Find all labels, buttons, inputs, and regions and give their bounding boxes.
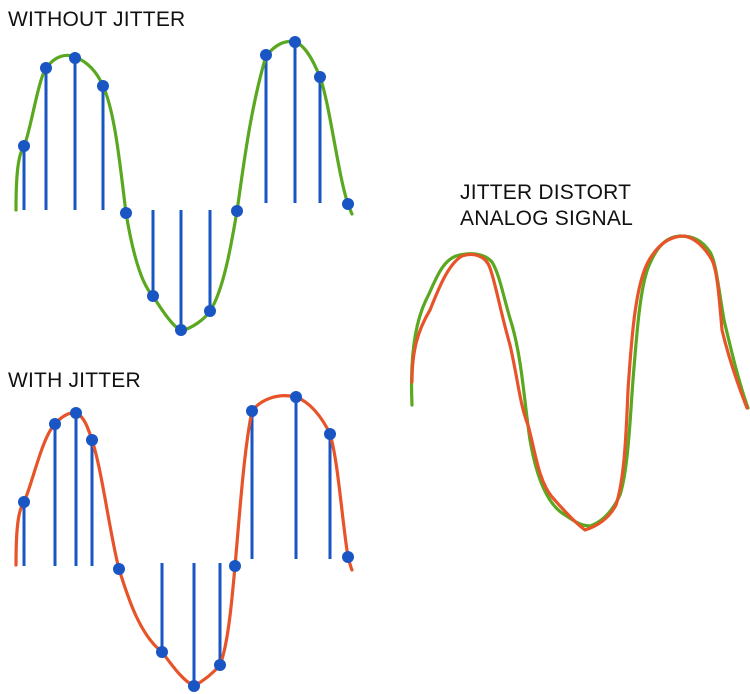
sample-dot [188, 680, 200, 692]
sample-dot [324, 428, 336, 440]
sample-dot [246, 405, 258, 417]
with-jitter-signal-curve [14, 394, 354, 688]
sample-dot [113, 563, 125, 575]
sample-dot [147, 290, 159, 302]
jittered-signal-curve [410, 234, 749, 532]
sample-dot [18, 496, 30, 508]
original-signal-curve [409, 234, 750, 528]
sample-dot [204, 305, 216, 317]
without-jitter-label: WITHOUT JITTER [8, 8, 186, 31]
without-jitter-panel [14, 36, 354, 336]
sample-dot [49, 418, 61, 430]
sample-dot [290, 391, 302, 403]
sample-dot [314, 71, 326, 83]
with-jitter-label: WITH JITTER [8, 369, 141, 392]
sample-dot [156, 646, 168, 658]
with-jitter-panel [14, 391, 354, 692]
sample-dot [86, 434, 98, 446]
sample-dot [260, 49, 272, 61]
jitter-distort-label: JITTER DISTORT ANALOG SIGNAL [460, 180, 633, 232]
sample-dot [18, 140, 30, 152]
sample-dot [229, 560, 241, 572]
sample-dot [231, 205, 243, 217]
sample-dot [120, 207, 132, 219]
sample-dot [175, 324, 187, 336]
sample-dot [342, 551, 354, 563]
distortion-comparison-panel [409, 234, 750, 532]
sample-dot [214, 659, 226, 671]
sample-dot [97, 80, 109, 92]
sample-dot [40, 62, 52, 74]
without-jitter-sample-lines [22, 42, 322, 330]
sample-dot [69, 52, 81, 64]
jitter-distort-label-line2: ANALOG SIGNAL [460, 207, 633, 230]
with-jitter-sample-dots [18, 391, 354, 692]
jitter-distort-label-line1: JITTER DISTORT [460, 181, 632, 204]
with-jitter-sample-lines [22, 397, 332, 686]
sample-dot [289, 36, 301, 48]
sample-dot [342, 198, 354, 210]
without-jitter-signal-curve [14, 39, 354, 333]
sample-dot [70, 407, 82, 419]
without-jitter-sample-dots [18, 36, 354, 336]
